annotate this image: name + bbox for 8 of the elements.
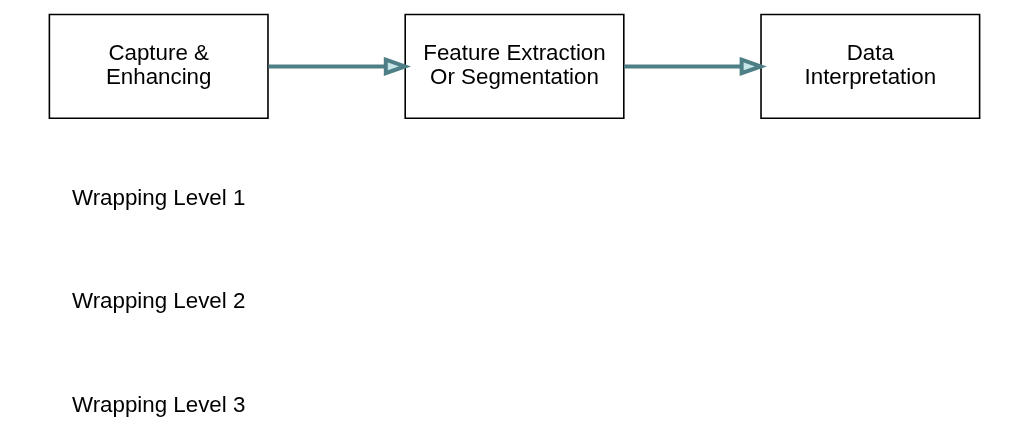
arrow: [624, 56, 767, 76]
label: Wrapping Level 3: [72, 392, 246, 418]
node-box: Feature Extraction Or Segmentation: [404, 13, 625, 120]
label: Wrapping Level 2: [72, 288, 246, 314]
label: Wrapping Level 1: [72, 184, 246, 210]
node-box: Capture & Enhancing: [48, 13, 269, 120]
node-box: Data Interpretation: [760, 13, 981, 120]
arrow: [268, 56, 411, 76]
